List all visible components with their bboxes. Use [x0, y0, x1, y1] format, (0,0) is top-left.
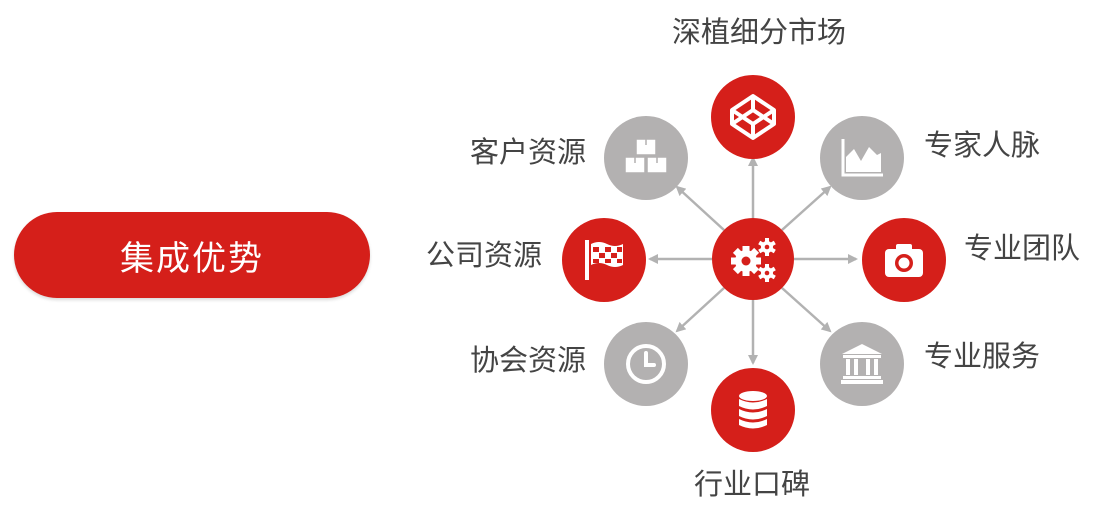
database-icon — [739, 391, 767, 429]
node-top-right — [820, 116, 904, 200]
node-right — [862, 218, 946, 302]
node-label-bottom-left: 协会资源 — [470, 343, 587, 377]
center-gears-node — [712, 218, 794, 300]
arrow-to-top-right — [781, 185, 832, 231]
arrow-to-bottom-right — [781, 287, 832, 333]
pill-label: 集成优势 — [120, 238, 264, 279]
flag-icon — [585, 240, 623, 280]
arrow-to-top-left — [675, 185, 725, 231]
node-label-right: 专业团队 — [964, 231, 1081, 265]
node-bottom-right — [820, 322, 904, 406]
node-label-left: 公司资源 — [426, 238, 543, 272]
camera-icon — [885, 244, 923, 277]
codepen-cube-icon — [730, 94, 776, 140]
node-top — [711, 75, 795, 159]
integration-advantage-pill: 集成优势 — [14, 212, 370, 298]
bank-icon — [841, 344, 883, 384]
node-label-bottom-right: 专业服务 — [924, 339, 1041, 373]
node-top-left — [604, 116, 688, 200]
node-label-top: 深植细分市场 — [672, 15, 847, 49]
node-label-top-right: 专家人脉 — [924, 128, 1041, 162]
node-bottom-left — [604, 322, 688, 406]
arrow-to-bottom-left — [675, 287, 725, 333]
node-left — [562, 218, 646, 302]
gears-icon — [731, 238, 776, 282]
node-bottom — [711, 368, 795, 452]
clock-icon — [626, 344, 666, 384]
area-chart-icon — [841, 139, 883, 177]
node-label-bottom: 行业口碑 — [694, 467, 811, 501]
node-label-top-left: 客户资源 — [470, 135, 587, 169]
boxes-icon — [624, 138, 668, 174]
